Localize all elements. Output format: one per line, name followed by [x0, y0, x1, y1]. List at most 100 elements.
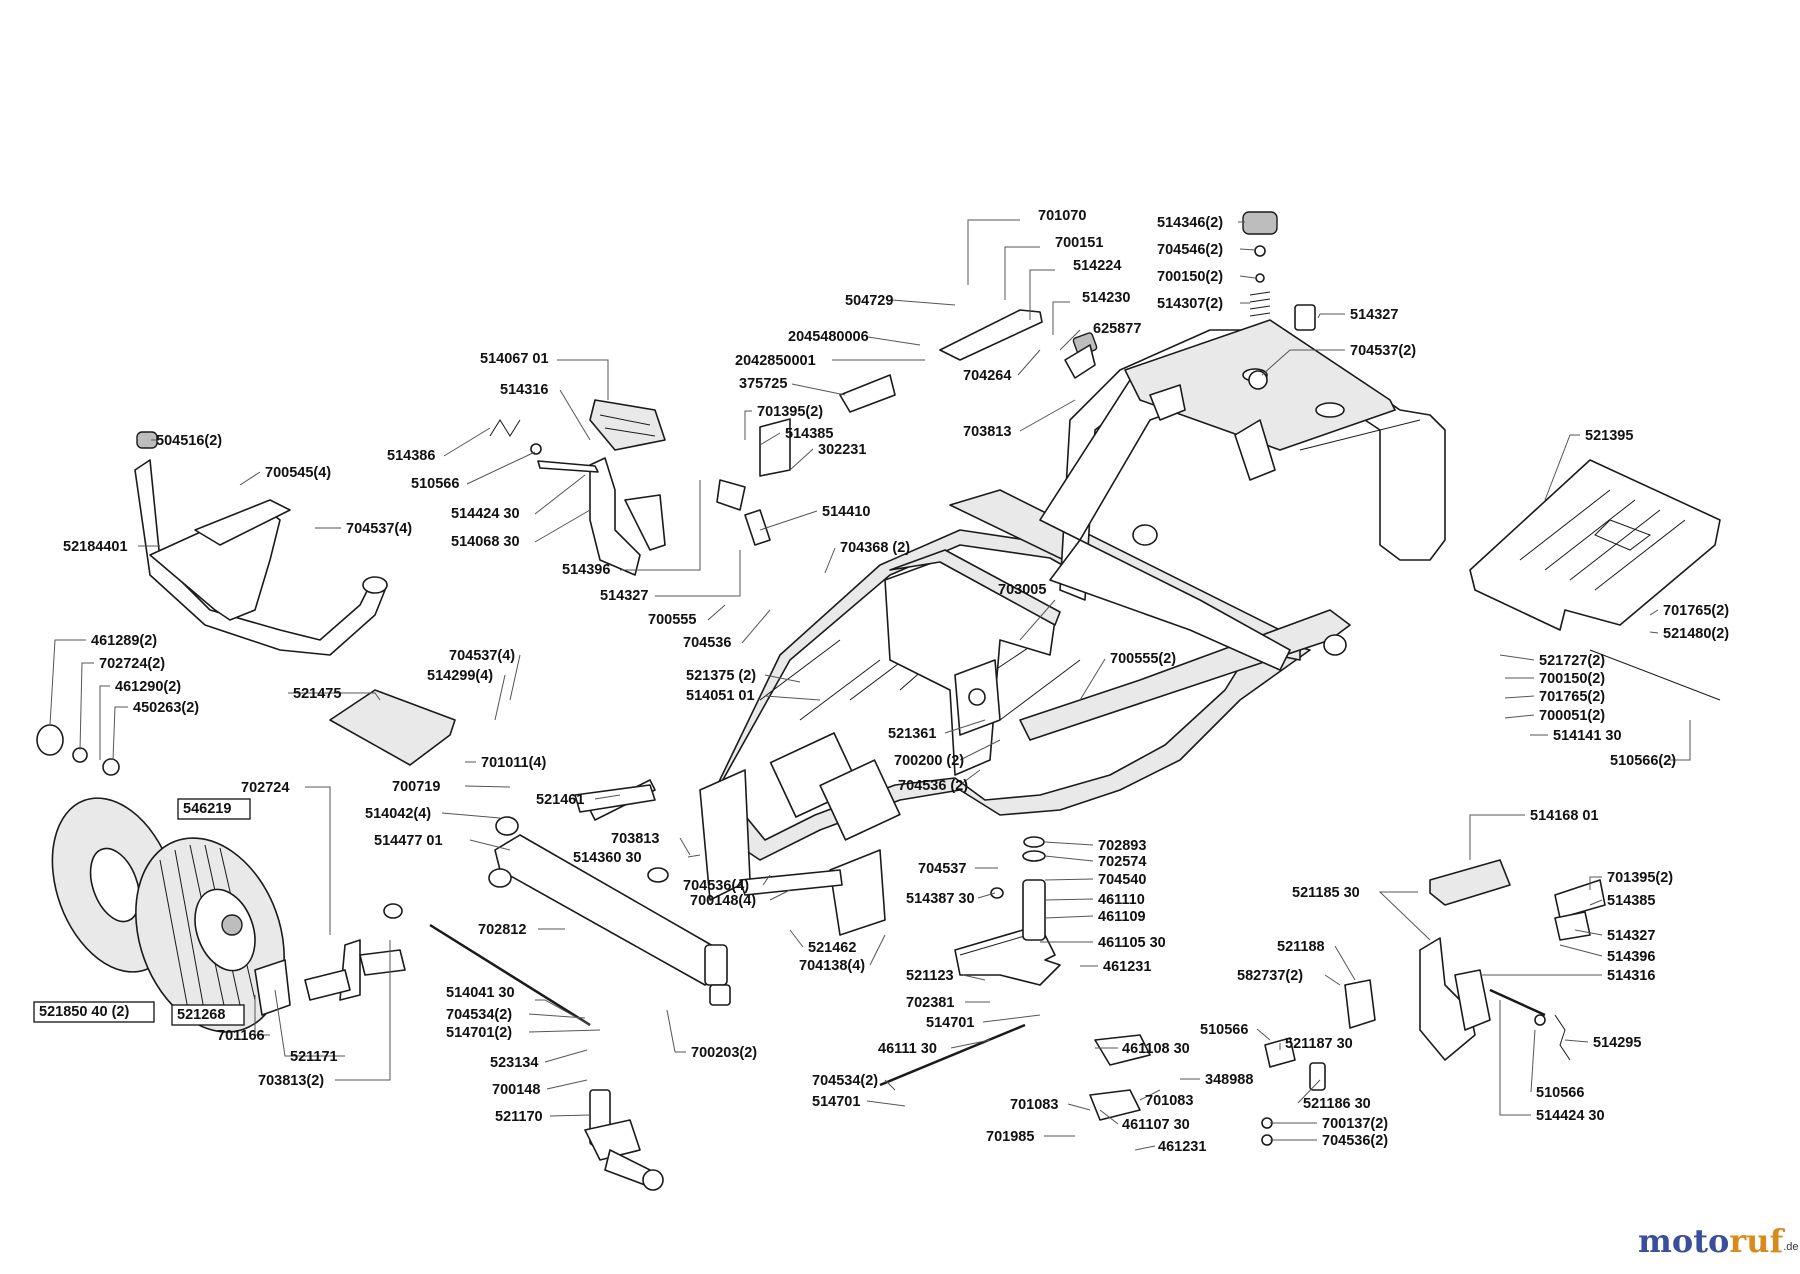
part-number-label: 514410 — [822, 504, 870, 520]
part-number-label: 504729 — [845, 293, 893, 309]
part-number-label: 521187 30 — [1285, 1036, 1353, 1052]
part-number-label: 514299(4) — [427, 668, 493, 684]
boxed-label-frames — [33, 798, 251, 1026]
part-number-label: 514168 01 — [1530, 808, 1599, 824]
part-number-label: 461289(2) — [91, 633, 157, 649]
part-number-label: 523134 — [490, 1055, 538, 1071]
leader-lines — [49, 219, 1691, 1151]
part-number-label: 514477 01 — [374, 833, 443, 849]
front-axle — [488, 779, 731, 1006]
part-number-label: 700150(2) — [1157, 269, 1223, 285]
part-number-label: 702574 — [1098, 854, 1146, 870]
part-number-label: 521123 — [906, 968, 954, 984]
part-number-label: 302231 — [818, 442, 866, 458]
part-number-label: 704138(4) — [799, 958, 865, 974]
part-number-label: 514424 30 — [1536, 1108, 1605, 1124]
boxed-part-number-label: 521268 — [177, 1007, 225, 1023]
part-number-label: 704536 — [683, 635, 731, 651]
part-number-label: 521186 30 — [1303, 1096, 1371, 1112]
chassis-frame — [699, 489, 1351, 936]
part-number-label: 461108 30 — [1122, 1041, 1190, 1057]
part-number-label: 510566 — [1200, 1022, 1248, 1038]
part-number-label: 700148 — [492, 1082, 540, 1098]
part-number-label: 521727(2) — [1539, 653, 1605, 669]
part-number-label: 514327 — [1607, 928, 1655, 944]
part-number-label: 702812 — [478, 922, 526, 938]
part-number-label: 521171 — [290, 1049, 338, 1065]
part-number-label: 514141 30 — [1553, 728, 1622, 744]
part-number-label: 700545(4) — [265, 465, 331, 481]
part-number-label: 375725 — [739, 376, 787, 392]
part-number-label: 704537(4) — [449, 648, 515, 664]
part-number-label: 701083 — [1145, 1093, 1193, 1109]
part-number-label: 700150(2) — [1539, 671, 1605, 687]
part-number-label: 521462 — [808, 940, 856, 956]
part-number-label: 582737(2) — [1237, 968, 1303, 984]
part-number-label: 2045480006 — [788, 329, 869, 345]
right-pedal-assembly — [1344, 859, 1606, 1061]
part-number-label: 461105 30 — [1098, 935, 1166, 951]
part-number-label: 704536(4) — [683, 878, 749, 894]
left-pedal-assembly — [489, 399, 791, 576]
part-number-label: 701395(2) — [757, 404, 823, 420]
part-number-label: 703813 — [611, 831, 659, 847]
part-number-label: 704534(2) — [446, 1007, 512, 1023]
part-number-label: 514042(4) — [365, 806, 431, 822]
part-number-label: 704536 (2) — [898, 778, 968, 794]
part-number-label: 514230 — [1082, 290, 1130, 306]
watermark-logo: motoruf.de — [1638, 1222, 1799, 1260]
part-number-label: 701011(4) — [481, 755, 546, 771]
part-number-label: 521461 — [536, 792, 584, 808]
seat-plate — [1469, 459, 1721, 701]
part-number-label: 521480(2) — [1663, 626, 1729, 642]
part-number-label: 504516(2) — [156, 433, 222, 449]
steering-arm — [839, 309, 1098, 413]
part-number-label: 701765(2) — [1539, 689, 1605, 705]
boxed-part-number-label: 521850 40 (2) — [39, 1004, 129, 1020]
part-number-label: 514327 — [1350, 307, 1398, 323]
part-number-label: 514701 — [926, 1015, 974, 1031]
part-number-label: 704537(4) — [346, 521, 412, 537]
part-number-label: 510566(2) — [1610, 753, 1676, 769]
part-number-label: 510566 — [1536, 1085, 1584, 1101]
part-number-label: 700719 — [392, 779, 440, 795]
part-number-label: 514701(2) — [446, 1025, 512, 1041]
part-number-label: 461231 — [1158, 1139, 1206, 1155]
part-number-label: 701985 — [986, 1129, 1034, 1145]
part-number-label: 700151 — [1055, 235, 1103, 251]
part-number-label: 521395 — [1585, 428, 1633, 444]
part-number-label: 2042850001 — [735, 353, 816, 369]
part-number-label: 704264 — [963, 368, 1011, 384]
part-number-label: 700137(2) — [1322, 1116, 1388, 1132]
part-number-label: 514346(2) — [1157, 215, 1223, 231]
part-number-label: 514701 — [812, 1094, 860, 1110]
part-number-label: 704537 — [918, 861, 966, 877]
part-number-label: 461107 30 — [1122, 1117, 1190, 1133]
part-number-label: 52184401 — [63, 539, 128, 555]
part-number-label: 514327 — [600, 588, 648, 604]
part-number-label: 514385 — [1607, 893, 1655, 909]
part-number-label: 461110 — [1098, 892, 1145, 908]
svg-text:motoruf.de: motoruf.de — [1638, 1222, 1799, 1260]
part-number-label: 700203(2) — [691, 1045, 757, 1061]
part-number-label: 514396 — [562, 562, 610, 578]
part-number-label: 461231 — [1103, 959, 1151, 975]
part-number-label: 514386 — [387, 448, 435, 464]
part-number-label: 514224 — [1073, 258, 1121, 274]
steering-sector — [954, 836, 1061, 986]
part-number-label: 514068 30 — [451, 534, 520, 550]
watermark-brand-a: moto — [1638, 1222, 1729, 1260]
part-number-label: 700555 — [648, 612, 696, 628]
parts-drawing — [36, 211, 1721, 1191]
part-number-label: 625877 — [1093, 321, 1141, 337]
left-spindle — [304, 903, 1026, 1087]
part-number-label: 510566 — [411, 476, 459, 492]
part-number-label: 704546(2) — [1157, 242, 1223, 258]
part-number-label: 700555(2) — [1110, 651, 1176, 667]
part-number-label: 701395(2) — [1607, 870, 1673, 886]
part-number-label: 702724(2) — [99, 656, 165, 672]
part-number-label: 514316 — [500, 382, 548, 398]
